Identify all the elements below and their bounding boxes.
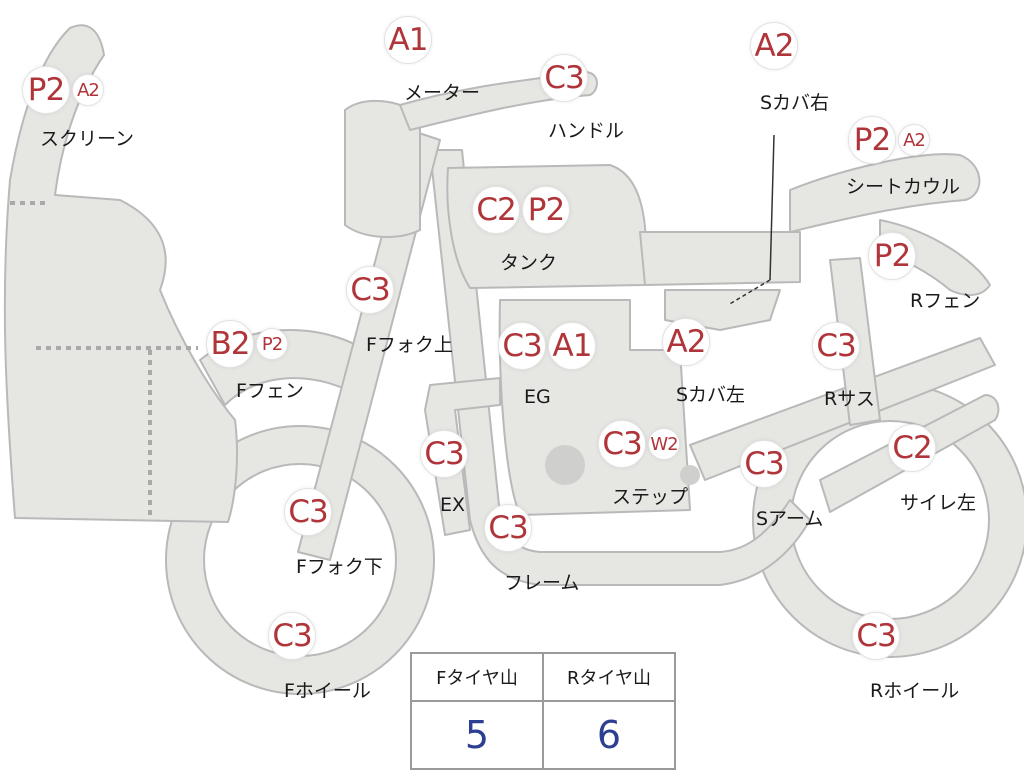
frame-badges: C3 (484, 504, 532, 552)
code-badge: C3 (740, 440, 788, 488)
tire-tread-header-row: Fタイヤ山 Rタイヤ山 (410, 652, 676, 702)
code-badge: C3 (598, 420, 646, 468)
code-badge: A1 (384, 16, 432, 64)
part-label-rear-suspension: Rサス (824, 388, 875, 410)
tire-tread-value-row: 5 6 (410, 700, 676, 770)
fork-lower-badges: C3 (284, 488, 332, 536)
code-badge: C3 (284, 488, 332, 536)
code-badge: A2 (72, 74, 104, 106)
side-cover-right-leader-tail (727, 279, 771, 306)
code-badge: A1 (548, 322, 596, 370)
part-label-engine: EG (524, 386, 551, 408)
side-cover-right-badges: A2 (750, 22, 798, 70)
part-label-rear-wheel: Rホイール (870, 680, 960, 702)
front-tire-tread-value: 5 (410, 700, 544, 770)
rear-tire-tread-value: 6 (542, 700, 676, 770)
part-label-handle: ハンドル (548, 120, 625, 142)
part-label-frame: フレーム (504, 572, 580, 594)
part-label-meter: メーター (404, 82, 481, 104)
code-badge: P2 (522, 186, 570, 234)
rear-wheel-badges: C3 (852, 612, 900, 660)
part-label-side-cover-left: Sカバ左 (676, 384, 746, 406)
front-fender-badges: B2 P2 (206, 320, 288, 368)
exhaust-badges: C3 (420, 430, 468, 478)
part-label-screen: スクリーン (40, 128, 135, 150)
part-label-step: ステップ (612, 486, 689, 508)
side-cover-right-leader (769, 134, 775, 281)
part-label-side-cover-right: Sカバ右 (760, 92, 830, 114)
part-label-swing-arm: Sアーム (756, 508, 824, 530)
swing-arm-badges: C3 (740, 440, 788, 488)
seat-shape (639, 231, 801, 286)
frame-shape (429, 149, 811, 586)
seat-cowl-badges: P2 A2 (848, 116, 930, 164)
part-label-rear-fender: Rフェン (910, 290, 981, 312)
code-badge: P2 (22, 66, 70, 114)
rear-tire-tread-header: Rタイヤ山 (542, 652, 676, 702)
engine-cover-circle (545, 445, 585, 485)
step-badges: C3 W2 (598, 420, 680, 468)
code-badge: C2 (888, 424, 936, 472)
part-label-front-fender: Fフェン (236, 380, 304, 402)
code-badge: P2 (256, 328, 288, 360)
code-badge: A2 (662, 318, 710, 366)
front-wheel-badges: C3 (268, 612, 316, 660)
screen-shape (3, 24, 239, 523)
meter-shape (344, 99, 421, 238)
code-badge: C3 (852, 612, 900, 660)
code-badge: C3 (484, 504, 532, 552)
side-cover-left-badges: A2 (662, 318, 710, 366)
part-label-seat-cowl: シートカウル (846, 176, 961, 198)
tire-tread-table: Fタイヤ山 Rタイヤ山 5 6 (410, 652, 676, 770)
part-label-muffler-left: サイレ左 (900, 492, 977, 514)
tank-badges: C2 P2 (472, 186, 570, 234)
code-badge: C3 (420, 430, 468, 478)
rear-suspension-badges: C3 (812, 322, 860, 370)
fork-shape (297, 129, 441, 561)
code-badge: A2 (898, 124, 930, 156)
fork-upper-badges: C3 (346, 266, 394, 314)
handle-badges: C3 (540, 54, 588, 102)
front-wheel-ring (167, 427, 433, 693)
code-badge: B2 (206, 320, 254, 368)
muffler-left-badges: C2 (888, 424, 936, 472)
code-badge: C3 (812, 322, 860, 370)
code-badge: C3 (540, 54, 588, 102)
meter-badges: A1 (384, 16, 432, 64)
part-label-fork-upper: Fフォク上 (366, 334, 453, 356)
seat-cowl-shape (789, 153, 981, 233)
code-badge: P2 (868, 232, 916, 280)
code-badge: C2 (472, 186, 520, 234)
engine-badges: C3 A1 (498, 322, 596, 370)
front-tire-tread-header: Fタイヤ山 (410, 652, 544, 702)
part-label-front-wheel: Fホイール (284, 680, 371, 702)
code-badge: C3 (268, 612, 316, 660)
screen-badges: P2 A2 (22, 66, 104, 114)
code-badge: P2 (848, 116, 896, 164)
part-label-exhaust: EX (440, 494, 466, 516)
code-badge: C3 (498, 322, 546, 370)
code-badge: C3 (346, 266, 394, 314)
step-peg-circle (680, 465, 700, 485)
part-label-fork-lower: Fフォク下 (296, 556, 383, 578)
part-label-tank: タンク (500, 252, 558, 274)
code-badge: A2 (750, 22, 798, 70)
rear-fender-badges: P2 (868, 232, 916, 280)
code-badge: W2 (648, 428, 680, 460)
